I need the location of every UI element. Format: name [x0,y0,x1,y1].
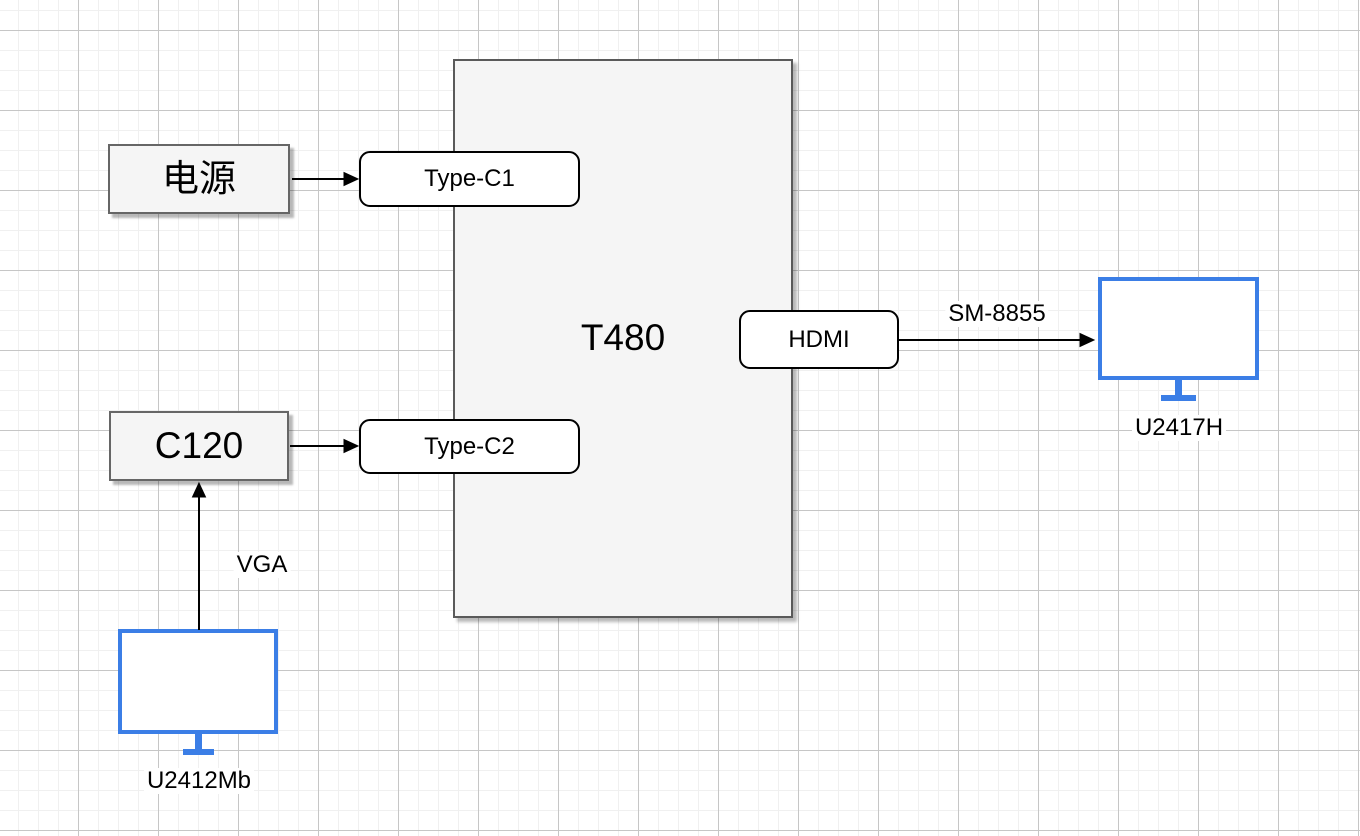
edge-c120-to-typec2[interactable] [290,438,360,454]
edge-label-sm8855[interactable]: SM-8855 [945,300,1049,328]
node-hdmi-label: HDMI [788,325,850,353]
node-power[interactable]: 电源 [108,144,290,214]
monitor-u2412mb-screen[interactable] [118,629,278,734]
node-t480-label: T480 [580,317,666,359]
edge-power-to-typec1[interactable] [292,171,360,187]
monitor-u2417h-stand-base [1161,395,1196,401]
monitor-u2417h-label: U2417H [1131,414,1227,442]
arrowhead-icon [191,481,207,498]
arrowhead-icon [343,438,360,454]
node-type-c1[interactable]: Type-C1 [359,151,580,207]
node-type-c2[interactable]: Type-C2 [359,419,580,474]
arrowhead-icon [1079,332,1096,348]
monitor-u2417h-screen[interactable] [1098,277,1259,380]
node-power-label: 电源 [162,157,236,199]
edge-u2412mb-to-c120[interactable] [191,481,207,630]
node-c120-label: C120 [154,424,244,466]
edge-label-vga[interactable]: VGA [233,551,291,579]
edge-hdmi-to-u2417h[interactable] [899,332,1096,348]
monitor-u2417h-stand-stem [1175,380,1182,396]
arrowhead-icon [343,171,360,187]
monitor-u2412mb-stand-base [183,749,214,755]
node-type-c2-label: Type-C2 [424,432,515,460]
node-c120[interactable]: C120 [109,411,289,481]
monitor-u2412mb-label: U2412Mb [143,767,255,795]
monitor-u2412mb-stand-stem [195,734,202,750]
node-hdmi[interactable]: HDMI [739,310,899,369]
node-type-c1-label: Type-C1 [424,165,515,193]
